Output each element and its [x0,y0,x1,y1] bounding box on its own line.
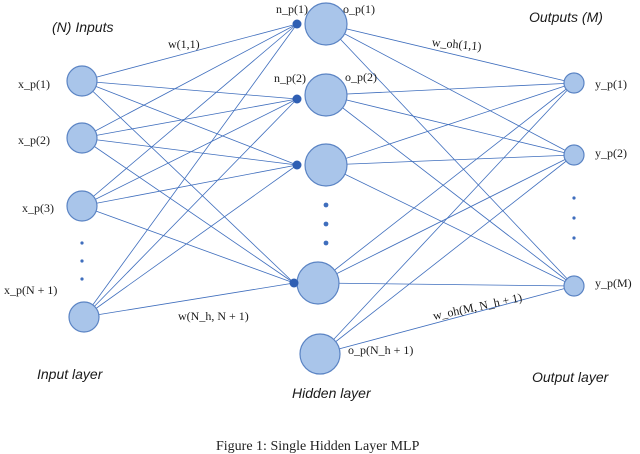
edge-out-2-1 [325,154,575,166]
input-node-1 [66,65,98,97]
net-dot-1 [292,19,302,29]
edge-in-2-2 [81,164,298,207]
input-node-3 [66,190,98,222]
weight-label-last: w(N_h, N + 1) [178,309,249,323]
hidden-node-4 [296,261,340,305]
output-ellipsis-dot-3 [572,236,576,240]
edge-in-2-1 [81,98,298,207]
edge-in-3-2 [83,164,298,318]
edge-out-1-2 [325,94,575,287]
hidden-ellipsis-dot-1 [323,202,329,208]
output-ellipsis-dot-1 [572,196,576,200]
edge-out-0-0 [325,23,575,84]
net-label-2: n_p(2) [274,71,306,85]
edge-in-2-0 [81,23,298,207]
output-node-3 [563,275,585,297]
hidden-out-label-1: o_p(1) [343,2,375,16]
edge-in-1-2 [81,137,298,166]
edge-in-2-3 [81,205,295,284]
input-label-3: x_p(3) [22,201,54,215]
input-ellipsis-dot-3 [80,277,84,281]
edge-in-0-2 [81,80,298,166]
net-label-1: n_p(1) [276,2,308,16]
edge-in-0-0 [81,23,298,82]
hidden-ellipsis-dot-2 [323,221,329,227]
figure-caption: Figure 1: Single Hidden Layer MLP [216,439,420,454]
outputs-heading: Outputs (M) [529,9,603,25]
edge-out-4-2 [319,285,575,355]
hidden-out-label-last: o_p(N_h + 1) [348,343,414,357]
output-node-2 [563,144,585,166]
output-label-last: y_p(M) [595,276,632,290]
edge-out-1-1 [325,94,575,156]
inputs-heading: (N) Inputs [52,19,114,35]
output-label-1: y_p(1) [595,77,627,91]
edge-in-0-3 [81,80,295,284]
hidden-bias-node [299,333,341,375]
edge-out-4-0 [319,82,575,355]
output-node-1 [563,72,585,94]
input-layer-heading: Input layer [37,366,103,382]
input-node-2 [66,122,98,154]
edge-in-1-0 [81,23,298,139]
input-label-2: x_p(2) [18,133,50,147]
input-ellipsis-dot-1 [80,241,84,245]
edge-out-2-2 [325,164,575,287]
net-dot-4 [289,278,299,288]
edge-out-1-0 [325,82,575,96]
net-dot-2 [292,94,302,104]
edge-out-3-0 [317,82,575,284]
edge-in-3-3 [83,282,295,318]
net-dot-3 [292,160,302,170]
input-node-4 [68,301,100,333]
weight-label-first: w(1,1) [168,37,200,51]
hidden-node-3 [304,143,348,187]
edge-in-0-1 [81,80,298,100]
output-layer-heading: Output layer [532,369,609,385]
edge-out-0-2 [325,23,575,287]
edge-in-3-0 [83,23,298,318]
edge-out-3-2 [317,282,575,287]
hidden-layer-heading: Hidden layer [292,385,371,401]
output-ellipsis-dot-2 [572,216,576,220]
hidden-node-1 [304,2,348,46]
edge-in-3-1 [83,98,298,318]
edge-out-2-0 [325,82,575,166]
output-label-2: y_p(2) [595,146,627,160]
hidden-out-label-2: o_p(2) [345,70,377,84]
input-label-1: x_p(1) [18,77,50,91]
input-label-last: x_p(N + 1) [4,283,58,297]
input-ellipsis-dot-2 [80,259,84,263]
edge-out-4-1 [319,154,575,355]
edge-out-0-1 [325,23,575,156]
hidden-ellipsis-dot-3 [323,240,329,246]
edge-in-1-1 [81,98,298,139]
hidden-node-2 [304,73,348,117]
